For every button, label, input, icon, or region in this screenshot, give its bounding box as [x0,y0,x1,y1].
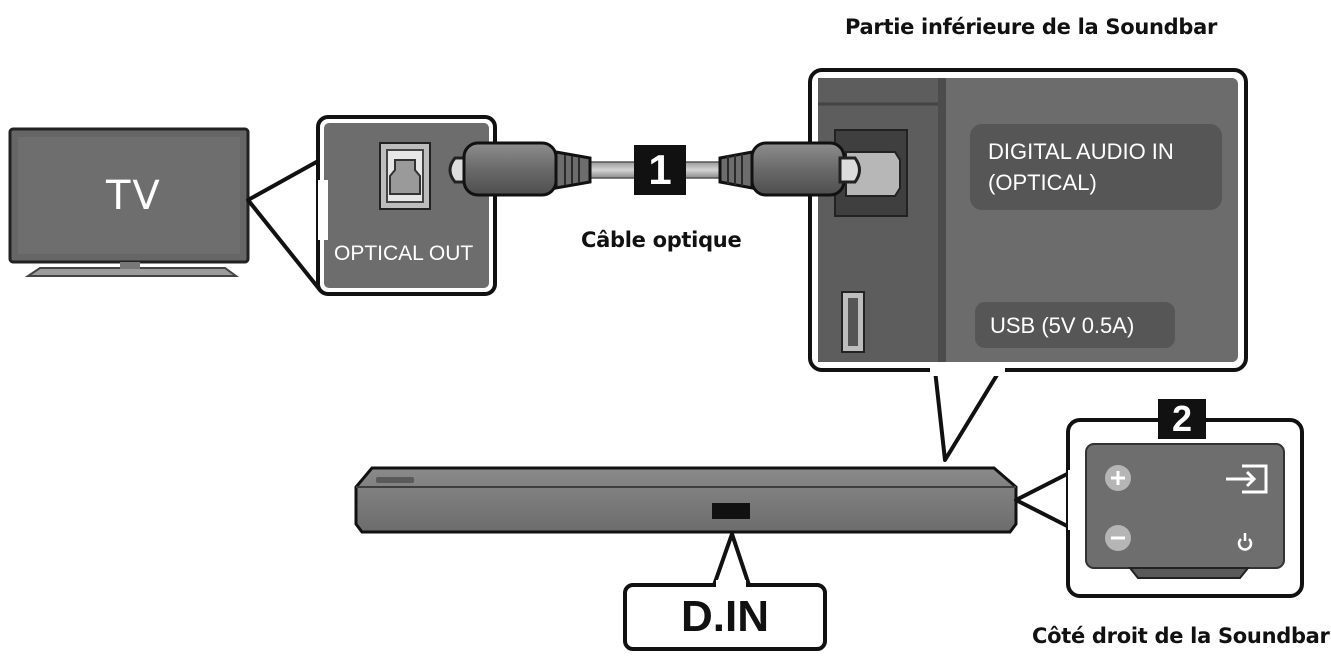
usb-port [841,291,865,353]
soundbar [354,466,1018,534]
side-step-badge: 2 [1158,399,1206,439]
bottom-panel-title: Partie inférieure de la Soundbar [845,15,1218,39]
power-icon [1237,533,1253,551]
usb-label: USB (5V 0.5A) [990,313,1135,338]
optical-out-callout [246,115,497,296]
cable-label: Câble optique [581,228,742,252]
source-icon [1226,464,1268,494]
tv-label: TV [106,173,162,219]
display-callout [623,532,827,651]
digital-audio-in-label-line2: (OPTICAL) [988,170,1097,195]
cable-plug-right [718,141,861,197]
tv [8,127,250,277]
cable-plug-left [448,141,592,197]
digital-audio-in-label-line1: DIGITAL AUDIO IN [988,139,1174,164]
optical-out-label: OPTICAL OUT [334,242,474,265]
side-panel-title: Côté droit de la Soundbar [1032,624,1330,648]
optical-out-jack [379,142,431,210]
minus-icon [1105,525,1131,551]
cable-step-badge: 1 [634,145,686,195]
plus-icon [1105,465,1131,491]
bottom-panel-callout [808,68,1248,462]
side-panel-callout [1014,418,1304,598]
display-text: D.IN [681,592,769,641]
digital-audio-in-label: DIGITAL AUDIO IN (OPTICAL) [988,136,1174,198]
